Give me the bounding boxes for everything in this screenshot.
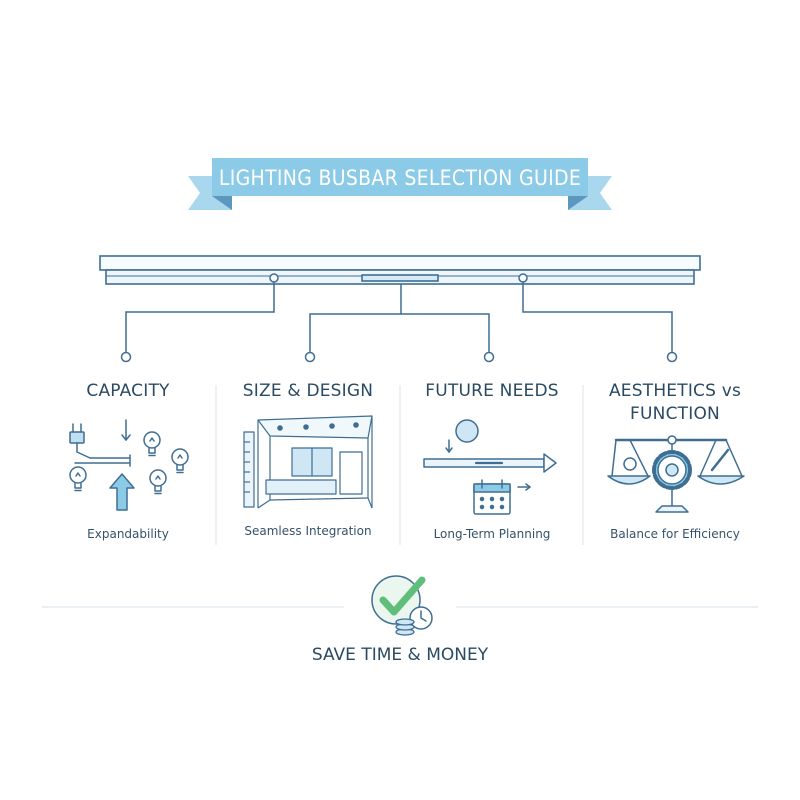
banner-title: LIGHTING BUSBAR SELECTION GUIDE <box>218 166 582 190</box>
caption-balance-efficiency: Balance for Efficiency <box>610 527 740 541</box>
gear-icon <box>652 450 692 490</box>
title-ribbon <box>188 158 612 210</box>
calendar-planning-icon <box>423 419 557 515</box>
section-title-size-design: SIZE & DESIGN <box>242 381 374 401</box>
caption-expandability: Expandability <box>87 527 169 541</box>
section-title-aesthetics-function: AESTHETICS vs FUNCTION <box>590 380 760 426</box>
bulb-icon <box>69 466 87 492</box>
brush-icon <box>710 448 730 472</box>
balance-scale-icon <box>607 435 745 513</box>
caption-long-term-planning: Long-Term Planning <box>433 527 551 541</box>
bulb-icon <box>143 431 161 457</box>
bulb-icon <box>171 448 189 474</box>
caption-seamless-integration: Seamless Integration <box>244 524 372 538</box>
connector-lines <box>120 273 678 363</box>
small-gear-icon <box>623 457 637 471</box>
column-dividers <box>215 385 584 545</box>
coins-icon <box>395 618 415 636</box>
clock-icon <box>409 606 433 630</box>
bulbs-expansion-icon <box>69 419 189 511</box>
footer-title: SAVE TIME & MONEY <box>311 645 489 665</box>
checkmark-clock-coins-icon <box>371 575 433 636</box>
calendar-icon <box>473 479 511 515</box>
bulb-icon <box>149 469 167 495</box>
section-title-future-needs: FUTURE NEEDS <box>425 381 559 401</box>
room-sketch-icon <box>243 415 373 509</box>
section-title-capacity: CAPACITY <box>86 381 170 401</box>
question-icon <box>455 419 479 443</box>
section-title-line: AESTHETICS vs <box>608 381 742 401</box>
section-title-line: FUNCTION <box>630 404 720 424</box>
busbar-rail <box>99 255 701 285</box>
